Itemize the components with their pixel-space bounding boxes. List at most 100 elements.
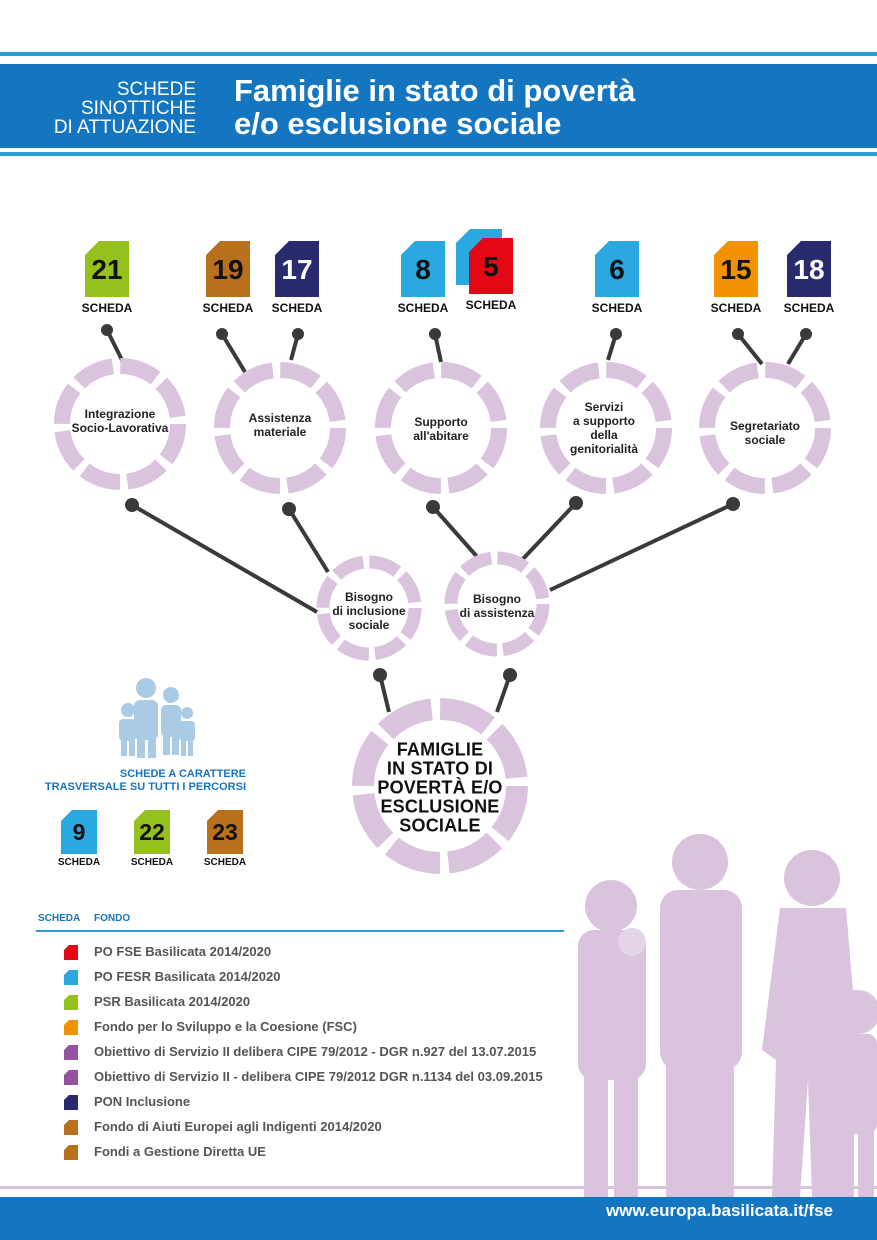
legend-swatch (64, 995, 78, 1010)
node-segretariato[interactable]: Segretariato sociale (730, 419, 800, 447)
node-line: genitorialità (569, 442, 639, 456)
connector-dot (373, 668, 387, 682)
node-line: Socio-Lavorativa (71, 421, 169, 435)
badge-number: 9 (72, 819, 86, 845)
scheda-badge-18[interactable]: 18 SCHEDA (784, 241, 834, 315)
legend-swatch (64, 1120, 78, 1135)
connector-dot (610, 328, 622, 340)
badge-shape (275, 241, 319, 297)
legend-item-label: Obiettivo di Servizio II delibera CIPE 7… (94, 1044, 537, 1059)
header-band (0, 64, 877, 148)
center-line: FAMIGLIE (396, 739, 484, 760)
connector-dot (726, 497, 740, 511)
header-top-line (0, 52, 877, 56)
scheda-badge-19[interactable]: 19 SCHEDA (203, 241, 253, 315)
legend-swatch (64, 1020, 78, 1035)
header-bottom-line (0, 152, 877, 156)
scheda-badge-22[interactable]: 22 SCHEDA (131, 810, 173, 868)
transversal-title-line-2: TRASVERSALE SU TUTTI I PERCORSI (44, 781, 246, 793)
node-center[interactable]: FAMIGLIE IN STATO DI POVERTÀ E/O ESCLUSI… (377, 739, 503, 836)
ring-assistenza-materiale (214, 362, 346, 494)
node-integrazione[interactable]: Integrazione Socio-Lavorativa (72, 407, 169, 435)
transversal-title-line-1: SCHEDE A CARATTERE (119, 768, 246, 780)
ring-supporto-abitare (375, 362, 507, 494)
connector-abitare-inclusione (431, 505, 482, 562)
badge-number: 19 (212, 254, 244, 285)
scheda-badge-8[interactable]: 8 SCHEDA (398, 241, 448, 315)
scheda-badge-15[interactable]: 15 SCHEDA (711, 241, 761, 315)
center-line: SOCIALE (399, 815, 481, 836)
badge-shape (61, 810, 97, 854)
connector-15 (736, 332, 764, 366)
header-subtitle-line-1: SCHEDE (116, 79, 196, 100)
badge-number: 15 (720, 254, 752, 285)
ring-segretariato (699, 362, 831, 494)
legend-swatch (64, 1145, 78, 1160)
node-line: Segretariato (729, 419, 801, 433)
legend-item-label: Obiettivo di Servizio II - delibera CIPE… (94, 1069, 543, 1084)
node-line: di inclusione (332, 604, 406, 618)
scheda-badge-17[interactable]: 17 SCHEDA (272, 241, 322, 315)
ring-bisogno-inclusione (316, 555, 422, 661)
connector-dot (429, 328, 441, 340)
connector-dot (292, 328, 304, 340)
badge-shape (787, 241, 831, 297)
legend-item-label: Fondo per lo Sviluppo e la Coesione (FSC… (94, 1019, 357, 1034)
connector-dot (569, 496, 583, 510)
connector-genitorialita-assistenza (518, 501, 578, 564)
legend-swatch (64, 945, 78, 960)
badge-shape (207, 810, 243, 854)
scheda-badge-23[interactable]: 23 SCHEDA (204, 810, 246, 868)
node-line: Integrazione (84, 407, 156, 421)
footer-top-line (0, 1186, 877, 1189)
footer-url-link[interactable]: www.europa.basilicata.it/fse (605, 1201, 833, 1220)
node-line: di assistenza (459, 606, 535, 620)
node-bisogno-inclusione[interactable]: Bisogno di inclusione sociale (332, 590, 405, 632)
page-title-line-2: e/o esclusione sociale (234, 106, 562, 141)
family-highlight (618, 928, 646, 956)
badge-number: 17 (281, 254, 313, 285)
scheda-badge-9[interactable]: 9 SCHEDA (58, 810, 100, 868)
badge-shape (85, 241, 129, 297)
scheda-badge-5[interactable]: 5 SCHEDA (466, 238, 516, 312)
page-title-line-1: Famiglie in stato di povertà (234, 73, 636, 108)
connector-segretariato-assistenza (549, 502, 734, 592)
badge-number: 22 (139, 819, 165, 845)
node-assistenza-materiale[interactable]: Assistenza materiale (249, 411, 312, 439)
connector-dot (216, 328, 228, 340)
node-line: all'abitare (413, 429, 469, 443)
center-line: POVERTÀ E/O (377, 777, 503, 798)
node-line: Supporto (414, 415, 468, 429)
connector-dot (503, 668, 517, 682)
connector-integrazione-inclusione (130, 503, 319, 614)
badge-shape (401, 241, 445, 297)
legend-swatch (64, 1045, 78, 1060)
transversal-title: SCHEDE A CARATTERE TRASVERSALE SU TUTTI … (36, 768, 246, 794)
node-supporto-abitare[interactable]: Supporto all'abitare (413, 415, 469, 443)
badge-label: SCHEDA (203, 857, 247, 868)
node-line: Bisogno (345, 590, 393, 604)
legend-swatch (64, 1095, 78, 1110)
node-servizi-genitorialita[interactable]: Servizi a supporto della genitorialità (570, 400, 638, 456)
badge-label: SCHEDA (57, 857, 101, 868)
node-line: materiale (253, 425, 307, 439)
legend-item-label: PON Inclusione (94, 1094, 191, 1109)
badge-label: SCHEDA (710, 301, 762, 315)
legend-item-label: PSR Basilicata 2014/2020 (94, 994, 251, 1009)
node-line: Assistenza (248, 411, 312, 425)
connector-19 (220, 332, 247, 374)
badge-number: 18 (793, 254, 825, 285)
legend-item-label: Fondo di Aiuti Europei agli Indigenti 20… (94, 1119, 382, 1134)
node-bisogno-assistenza[interactable]: Bisogno di assistenza (460, 592, 535, 620)
legend-item-label: Fondi a Gestione Diretta UE (94, 1144, 266, 1159)
node-line: Bisogno (472, 592, 521, 606)
badge-number: 23 (212, 819, 238, 845)
legend-swatch (64, 970, 78, 985)
scheda-badge-21[interactable]: 21 SCHEDA (82, 241, 132, 315)
page-title: Famiglie in stato di povertà e/o esclusi… (234, 74, 635, 140)
family-small-icon (119, 678, 195, 758)
scheda-badge-6[interactable]: 6 SCHEDA (592, 241, 642, 315)
badge-label: SCHEDA (130, 857, 174, 868)
badge-number: 8 (415, 254, 431, 285)
badge-label: SCHEDA (783, 301, 835, 315)
